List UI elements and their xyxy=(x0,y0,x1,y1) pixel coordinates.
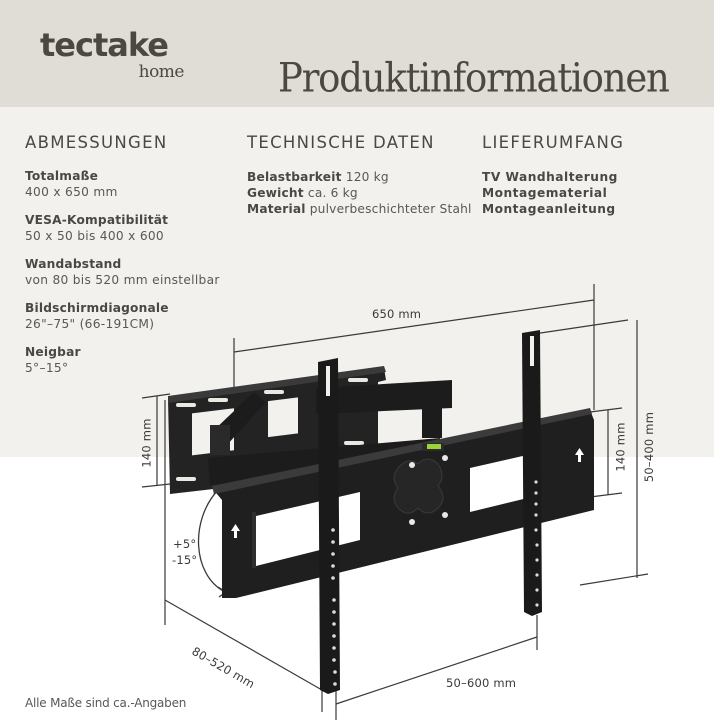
vesa-height-dimension-label: 50–400 mm xyxy=(642,411,657,483)
spec-label: Wandabstand xyxy=(25,257,122,271)
tech-value: 120 kg xyxy=(345,170,389,184)
tech-label: Belastbarkeit xyxy=(247,170,342,184)
tech-value: pulverbeschichteter Stahl xyxy=(309,202,472,216)
vesa-width-dimension-label: 50–600 mm xyxy=(446,676,517,690)
scope-of-delivery-column: LIEFERUMFANG TV Wandhalterung Montagemat… xyxy=(482,132,624,217)
dimension-lines xyxy=(141,284,649,720)
vertical-tv-arms xyxy=(318,330,542,694)
right-height-dimension-label: 140 mm xyxy=(613,422,628,472)
spec-label: Neigbar xyxy=(25,345,81,359)
brand-name: tectake xyxy=(40,26,169,64)
brand-logo: tectake home xyxy=(40,26,186,86)
tech-row-material: Material pulverbeschichteter Stahl xyxy=(247,201,472,217)
tech-row-load: Belastbarkeit 120 kg xyxy=(247,169,472,185)
spec-label: Totalmaße xyxy=(25,169,99,183)
left-height-dimension-label: 140 mm xyxy=(139,418,154,468)
technical-data-column: TECHNISCHE DATEN Belastbarkeit 120 kg Ge… xyxy=(247,132,472,217)
spec-label: Bildschirmdiagonale xyxy=(25,301,169,315)
tilt-down-label: -15° xyxy=(172,553,198,567)
tech-label: Gewicht xyxy=(247,186,304,200)
header-banner: tectake home Produktinformationen xyxy=(0,0,714,107)
brand-sub: home xyxy=(138,62,185,82)
spec-screen-diagonal: Bildschirmdiagonale 26"–75" (66-191CM) xyxy=(25,301,220,332)
tech-label: Material xyxy=(247,202,306,216)
spec-total-size: Totalmaße 400 x 650 mm xyxy=(25,169,220,200)
tech-row-weight: Gewicht ca. 6 kg xyxy=(247,185,472,201)
scope-of-delivery-heading: LIEFERUMFANG xyxy=(482,133,625,152)
spec-value: 50 x 50 bis 400 x 600 xyxy=(25,229,164,243)
page-title: Produktinformationen xyxy=(278,54,670,102)
dimensions-column: ABMESSUNGEN Totalmaße 400 x 650 mm VESA-… xyxy=(25,132,220,389)
delivery-item: Montagematerial xyxy=(482,186,608,200)
spec-value: von 80 bis 520 mm einstellbar xyxy=(25,273,220,287)
width-dimension-label: 650 mm xyxy=(372,307,422,321)
footnote: Alle Maße sind ca.-Angaben xyxy=(25,696,187,710)
delivery-item: Montageanleitung xyxy=(482,202,616,216)
spec-wall-distance: Wandabstand von 80 bis 520 mm einstellba… xyxy=(25,257,220,288)
tech-value: ca. 6 kg xyxy=(307,186,358,200)
spec-tilt: Neigbar 5°–15° xyxy=(25,345,220,376)
tv-bracket xyxy=(212,408,594,598)
tilt-up-label: +5° xyxy=(173,537,197,551)
spec-value: 26"–75" (66-191CM) xyxy=(25,317,155,331)
spec-vesa: VESA-Kompatibilität 50 x 50 bis 400 x 60… xyxy=(25,213,220,244)
spec-label: VESA-Kompatibilität xyxy=(25,213,169,227)
technical-data-heading: TECHNISCHE DATEN xyxy=(247,133,435,152)
dimensions-heading: ABMESSUNGEN xyxy=(25,133,168,152)
delivery-item: TV Wandhalterung xyxy=(482,170,618,184)
spec-value: 5°–15° xyxy=(25,361,69,375)
spec-value: 400 x 650 mm xyxy=(25,185,118,199)
